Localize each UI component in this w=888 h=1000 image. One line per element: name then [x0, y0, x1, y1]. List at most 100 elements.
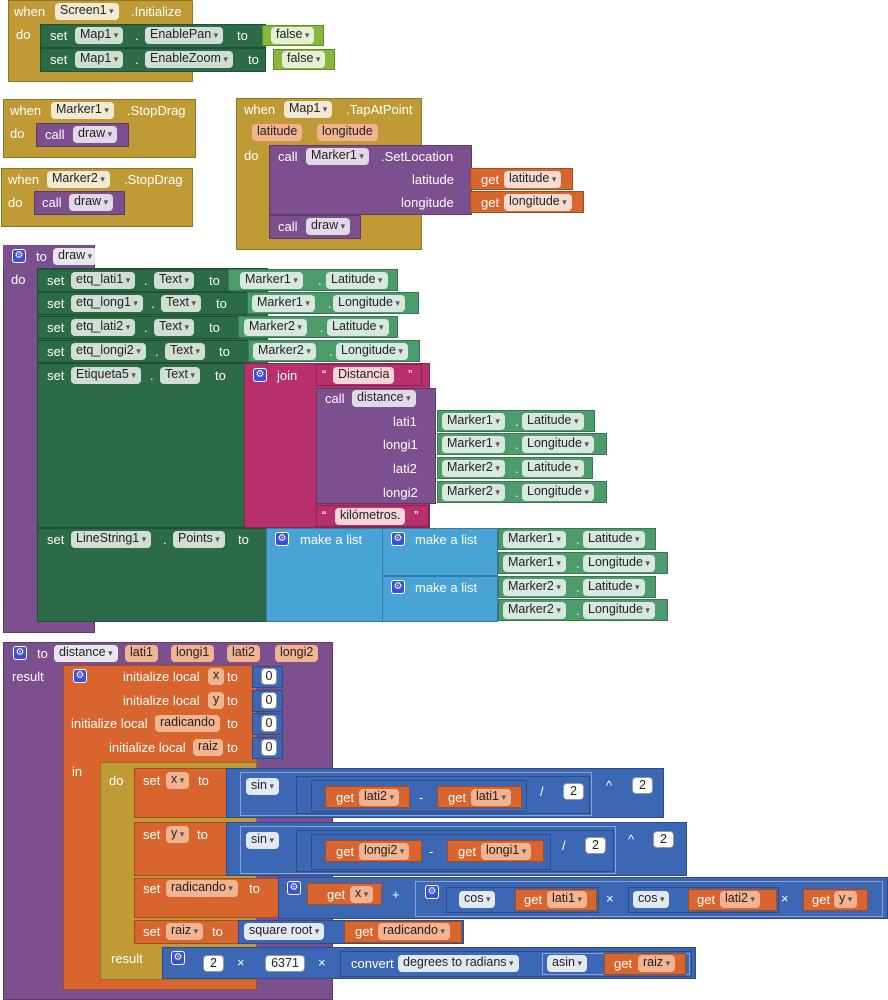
mutator-gear-icon[interactable]: ⚙ [391, 580, 405, 594]
component-dropdown[interactable]: Marker1 [503, 531, 566, 548]
component-dropdown[interactable]: Marker1 [306, 148, 369, 165]
number-field[interactable]: 0 [261, 739, 277, 756]
param-longitude[interactable]: longitude [317, 124, 378, 141]
variable-dropdown[interactable]: y [166, 826, 190, 843]
mutator-gear-icon[interactable]: ⚙ [425, 885, 439, 899]
component-dropdown[interactable]: Marker2 [442, 460, 505, 477]
property-dropdown[interactable]: EnableZoom [145, 51, 233, 68]
number-field[interactable]: 6371 [265, 955, 305, 972]
trig-dropdown[interactable]: cos [459, 891, 496, 908]
property-dropdown[interactable]: Latitude [583, 579, 645, 596]
component-dropdown[interactable]: Marker1 [442, 436, 505, 453]
property-dropdown[interactable]: Text [161, 295, 201, 312]
mutator-gear-icon[interactable]: ⚙ [287, 881, 301, 895]
component-dropdown[interactable]: LineString1 [71, 531, 152, 548]
number-field[interactable]: 2 [563, 783, 584, 800]
math-function-dropdown[interactable]: square root [244, 923, 325, 940]
procedure-dropdown[interactable]: draw [69, 194, 114, 211]
variable-dropdown[interactable]: x [350, 886, 374, 903]
property-dropdown[interactable]: Points [173, 531, 225, 548]
property-dropdown[interactable]: Longitude [522, 436, 594, 453]
trig-dropdown[interactable]: sin [246, 832, 280, 849]
label-dropdown[interactable]: etq_longi2 [71, 343, 146, 360]
mutator-gear-icon[interactable]: ⚙ [13, 646, 27, 660]
property-dropdown[interactable]: Latitude [326, 272, 388, 289]
component-dropdown[interactable]: Map1 [75, 51, 124, 68]
number-field[interactable]: 0 [261, 692, 277, 709]
component-dropdown[interactable]: Map1 [284, 101, 333, 118]
mutator-gear-icon[interactable]: ⚙ [253, 368, 267, 382]
variable-dropdown[interactable]: y [834, 891, 858, 908]
trig-dropdown[interactable]: cos [633, 891, 670, 908]
property-dropdown[interactable]: Text [154, 272, 194, 289]
property-dropdown[interactable]: EnablePan [145, 27, 224, 44]
mutator-gear-icon[interactable]: ⚙ [12, 249, 26, 263]
property-dropdown[interactable]: Longitude [583, 602, 655, 619]
set-etiqueta5-block[interactable] [37, 363, 245, 528]
param-longi1[interactable]: longi1 [171, 645, 215, 662]
variable-dropdown[interactable]: longi2 [359, 843, 410, 860]
component-dropdown[interactable]: Marker1 [503, 555, 566, 572]
number-field[interactable]: 0 [261, 668, 277, 685]
mutator-gear-icon[interactable]: ⚙ [391, 532, 405, 546]
variable-dropdown[interactable]: radicando [166, 880, 238, 897]
local-variable-name[interactable]: y [208, 692, 225, 709]
component-dropdown[interactable]: Marker2 [442, 484, 505, 501]
local-variable-name[interactable]: radicando [155, 715, 220, 732]
label-dropdown[interactable]: Etiqueta5 [71, 367, 141, 384]
property-dropdown[interactable]: Latitude [522, 460, 584, 477]
label-dropdown[interactable]: etq_lati1 [71, 272, 136, 289]
procedure-dropdown[interactable]: distance [352, 390, 416, 407]
variable-dropdown[interactable]: raiz [638, 955, 676, 972]
variable-dropdown[interactable]: raiz [166, 923, 204, 940]
property-dropdown[interactable]: Longitude [522, 484, 594, 501]
conversion-dropdown[interactable]: degrees to radians [398, 955, 519, 972]
property-dropdown[interactable]: Latitude [583, 531, 645, 548]
variable-dropdown[interactable]: lati1 [471, 789, 511, 806]
component-dropdown[interactable]: Marker1 [442, 413, 505, 430]
trig-dropdown[interactable]: asin [547, 955, 587, 972]
variable-dropdown[interactable]: x [166, 772, 190, 789]
call-setlocation-block[interactable] [269, 145, 472, 215]
param-lati2[interactable]: lati2 [227, 645, 260, 662]
component-dropdown[interactable]: Marker2 [503, 602, 566, 619]
number-field[interactable]: 2 [203, 955, 224, 972]
number-field[interactable]: 2 [585, 837, 606, 854]
label-dropdown[interactable]: etq_long1 [71, 295, 143, 312]
number-field[interactable]: 2 [632, 777, 653, 794]
mutator-gear-icon[interactable]: ⚙ [73, 669, 87, 683]
string-value[interactable]: Distancia [333, 367, 395, 384]
local-variable-name[interactable]: x [208, 668, 225, 685]
label-dropdown[interactable]: etq_lati2 [71, 319, 136, 336]
boolean-dropdown[interactable]: false [271, 27, 315, 44]
component-dropdown[interactable]: Marker1 [51, 102, 114, 119]
component-dropdown[interactable]: Marker2 [244, 319, 307, 336]
param-lati1[interactable]: lati1 [125, 645, 158, 662]
variable-dropdown[interactable]: lati1 [547, 891, 587, 908]
number-field[interactable]: 0 [261, 715, 277, 732]
property-dropdown[interactable]: Text [160, 367, 200, 384]
property-dropdown[interactable]: Longitude [336, 343, 408, 360]
mutator-gear-icon[interactable]: ⚙ [171, 951, 185, 965]
variable-dropdown[interactable]: radicando [378, 923, 450, 940]
procedure-dropdown[interactable]: draw [73, 126, 118, 143]
component-dropdown[interactable]: Map1 [75, 27, 124, 44]
procedure-dropdown[interactable]: draw [306, 218, 351, 235]
variable-dropdown[interactable]: lati2 [359, 789, 399, 806]
component-dropdown[interactable]: Marker1 [252, 295, 315, 312]
procedure-name-field[interactable]: distance [54, 645, 118, 662]
string-value[interactable]: kilómetros. [335, 508, 406, 525]
mutator-gear-icon[interactable]: ⚙ [275, 532, 289, 546]
property-dropdown[interactable]: Latitude [327, 319, 389, 336]
property-dropdown[interactable]: Longitude [333, 295, 405, 312]
param-longi2[interactable]: longi2 [275, 645, 319, 662]
component-dropdown[interactable]: Screen1 [55, 3, 119, 20]
component-dropdown[interactable]: Marker2 [503, 579, 566, 596]
number-field[interactable]: 2 [653, 831, 674, 848]
trig-dropdown[interactable]: sin [246, 778, 280, 795]
component-dropdown[interactable]: Marker2 [253, 343, 316, 360]
property-dropdown[interactable]: Text [154, 319, 194, 336]
property-dropdown[interactable]: Longitude [583, 555, 655, 572]
boolean-dropdown[interactable]: false [282, 51, 326, 68]
variable-dropdown[interactable]: longitude [504, 194, 572, 211]
